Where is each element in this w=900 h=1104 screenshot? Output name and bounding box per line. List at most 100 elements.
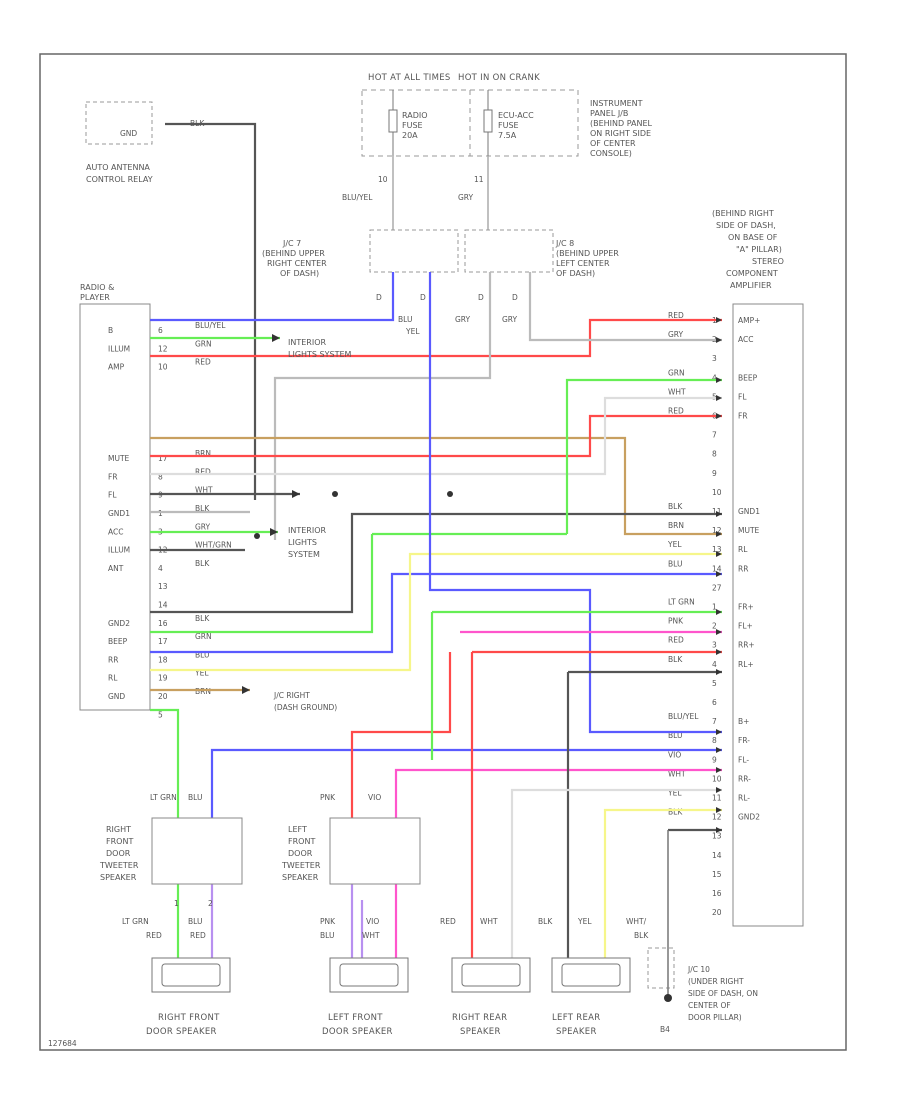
rr-wire-label-1: RED	[440, 917, 456, 926]
rf-tweeter-color-1: LT GRN	[150, 793, 177, 802]
svg-text:RIGHT FRONT: RIGHT FRONT	[158, 1013, 220, 1023]
speaker-label-lf: LEFT FRONT DOOR SPEAKER	[322, 1013, 392, 1037]
svg-text:SIDE OF DASH,: SIDE OF DASH,	[716, 221, 776, 230]
amp-pin-num: 20	[712, 908, 722, 917]
radio-pin-num: 10	[158, 363, 168, 372]
radio-fuse-label-3: 20A	[402, 131, 418, 140]
right-front-tweeter-label: RIGHT FRONT DOOR TWEETER SPEAKER	[99, 825, 139, 882]
amp-pin-arrow	[716, 317, 722, 323]
amp-pin-num: 12	[712, 813, 722, 822]
amplifier-box	[732, 303, 804, 927]
amp-wire-color: BRN	[668, 521, 684, 530]
gnd-wire-label-1: WHT/	[626, 917, 647, 926]
radio-pin-label: RR	[108, 655, 118, 664]
amp-wire-color: RED	[668, 407, 684, 416]
radio-pin-label: GND2	[108, 619, 130, 628]
amp-pin-num: 2	[712, 622, 717, 631]
svg-text:FRONT: FRONT	[106, 837, 133, 846]
antenna-relay-box	[85, 101, 153, 145]
radio-pin-label: GND	[108, 692, 125, 701]
amp-pin-arrow	[716, 767, 722, 773]
amp-pin-arrow	[716, 531, 722, 537]
jc-pin-2: D	[420, 293, 426, 302]
svg-text:OF CENTER: OF CENTER	[590, 139, 636, 148]
radio-fuse-label-2: FUSE	[402, 121, 423, 130]
splice-dot	[447, 491, 453, 497]
svg-text:STEREO: STEREO	[752, 257, 784, 266]
amp-pin-num: 6	[712, 698, 717, 707]
amp-pin-num: 10	[712, 488, 722, 497]
svg-text:LEFT: LEFT	[288, 825, 307, 834]
radio-pin-label: ACC	[108, 527, 123, 536]
radio-wire-color: BLU/YEL	[195, 321, 226, 330]
radio-pin-num: 19	[158, 674, 168, 683]
amp-pin-label: FL+	[738, 622, 753, 631]
lr-wire-label-2: YEL	[577, 917, 592, 926]
amp-pin-label: RL-	[738, 794, 750, 803]
svg-text:TWEETER: TWEETER	[281, 861, 321, 870]
ecu-acc-fuse-label-3: 7.5A	[498, 131, 517, 140]
speaker-label-lr: LEFT REAR SPEAKER	[552, 1013, 600, 1037]
radio-pin-num: 18	[158, 655, 168, 664]
svg-text:CONSOLE): CONSOLE)	[590, 149, 632, 158]
antenna-gnd-pin: GND	[120, 129, 137, 138]
interior-lights-label-1: INTERIOR LIGHTS SYSTEM	[288, 338, 352, 359]
left-front-tweeter-label: LEFT FRONT DOOR TWEETER SPEAKER	[281, 825, 321, 882]
amp-wire-color: YEL	[667, 789, 682, 798]
radio-pin-label: B	[108, 326, 113, 335]
radio-wire-color: GRN	[195, 632, 212, 641]
amp-pin-label: FR	[738, 412, 748, 421]
amp-wire-color: RED	[668, 311, 684, 320]
jc10-pin: B4	[660, 1025, 670, 1034]
amp-pin-arrow	[716, 413, 722, 419]
splice-dot	[332, 491, 338, 497]
antenna-relay-label-2: CONTROL RELAY	[86, 175, 153, 184]
amp-pin-arrow	[716, 609, 722, 615]
amp-pin-label: RR+	[738, 641, 755, 650]
svg-text:OF DASH): OF DASH)	[556, 269, 595, 278]
feed-right-pin: 11	[474, 175, 484, 184]
amp-pin-label: FL-	[738, 755, 749, 764]
radio-title-2: PLAYER	[80, 293, 110, 302]
amp-wire-color: GRN	[668, 368, 685, 377]
lf-wire-label-3: BLU	[320, 931, 334, 940]
amp-pin-label: RL+	[738, 660, 754, 669]
amp-pin-num: 7	[712, 431, 717, 440]
amp-pin-arrow	[716, 669, 722, 675]
svg-text:LIGHTS: LIGHTS	[288, 538, 317, 547]
splice-dot	[254, 533, 260, 539]
radio-pin-num: 8	[158, 472, 163, 481]
ecu-acc-fuse-label-2: FUSE	[498, 121, 519, 130]
speaker-3	[551, 957, 631, 993]
jc10-label: J/C 10 (UNDER RIGHT SIDE OF DASH, ON CEN…	[687, 965, 758, 1022]
amp-pin-num: 1	[712, 603, 717, 612]
jc-color-4: GRY	[502, 315, 518, 324]
jc7-label: J/C 7 (BEHIND UPPER RIGHT CENTER OF DASH…	[262, 239, 327, 278]
amp-pin-num: 8	[712, 736, 717, 745]
radio-fuse: RADIO FUSE 20A	[388, 90, 428, 156]
wire-rl	[150, 552, 722, 672]
amp-pin-arrow	[716, 649, 722, 655]
amp-pin-num: 12	[712, 526, 722, 535]
svg-text:FRONT: FRONT	[288, 837, 315, 846]
wire-fr	[150, 414, 722, 458]
radio-title-1: RADIO &	[80, 283, 114, 292]
amp-pin-num: 4	[712, 660, 717, 669]
amp-pin-num: 14	[712, 851, 722, 860]
radio-wire-color: WHT	[195, 486, 213, 495]
amp-pin-num: 15	[712, 870, 722, 879]
speakers	[151, 957, 631, 993]
speaker-label-rf: RIGHT FRONT DOOR SPEAKER	[146, 1013, 220, 1037]
radio-pin-label: AMP	[108, 363, 125, 372]
amp-pin-num: 16	[712, 889, 722, 898]
radio-pin-num: 17	[158, 454, 168, 463]
jc-color-3: GRY	[455, 315, 471, 324]
rf-tweeter-color-2: BLU	[188, 793, 202, 802]
ecu-acc-fuse-label-1: ECU-ACC	[498, 111, 534, 120]
amp-wire-color: WHT	[668, 387, 686, 396]
left-front-tweeter-box	[329, 817, 421, 885]
radio-wire-color: YEL	[194, 669, 209, 678]
outer-frame	[39, 53, 847, 1051]
amp-pin-num: 5	[712, 679, 717, 688]
